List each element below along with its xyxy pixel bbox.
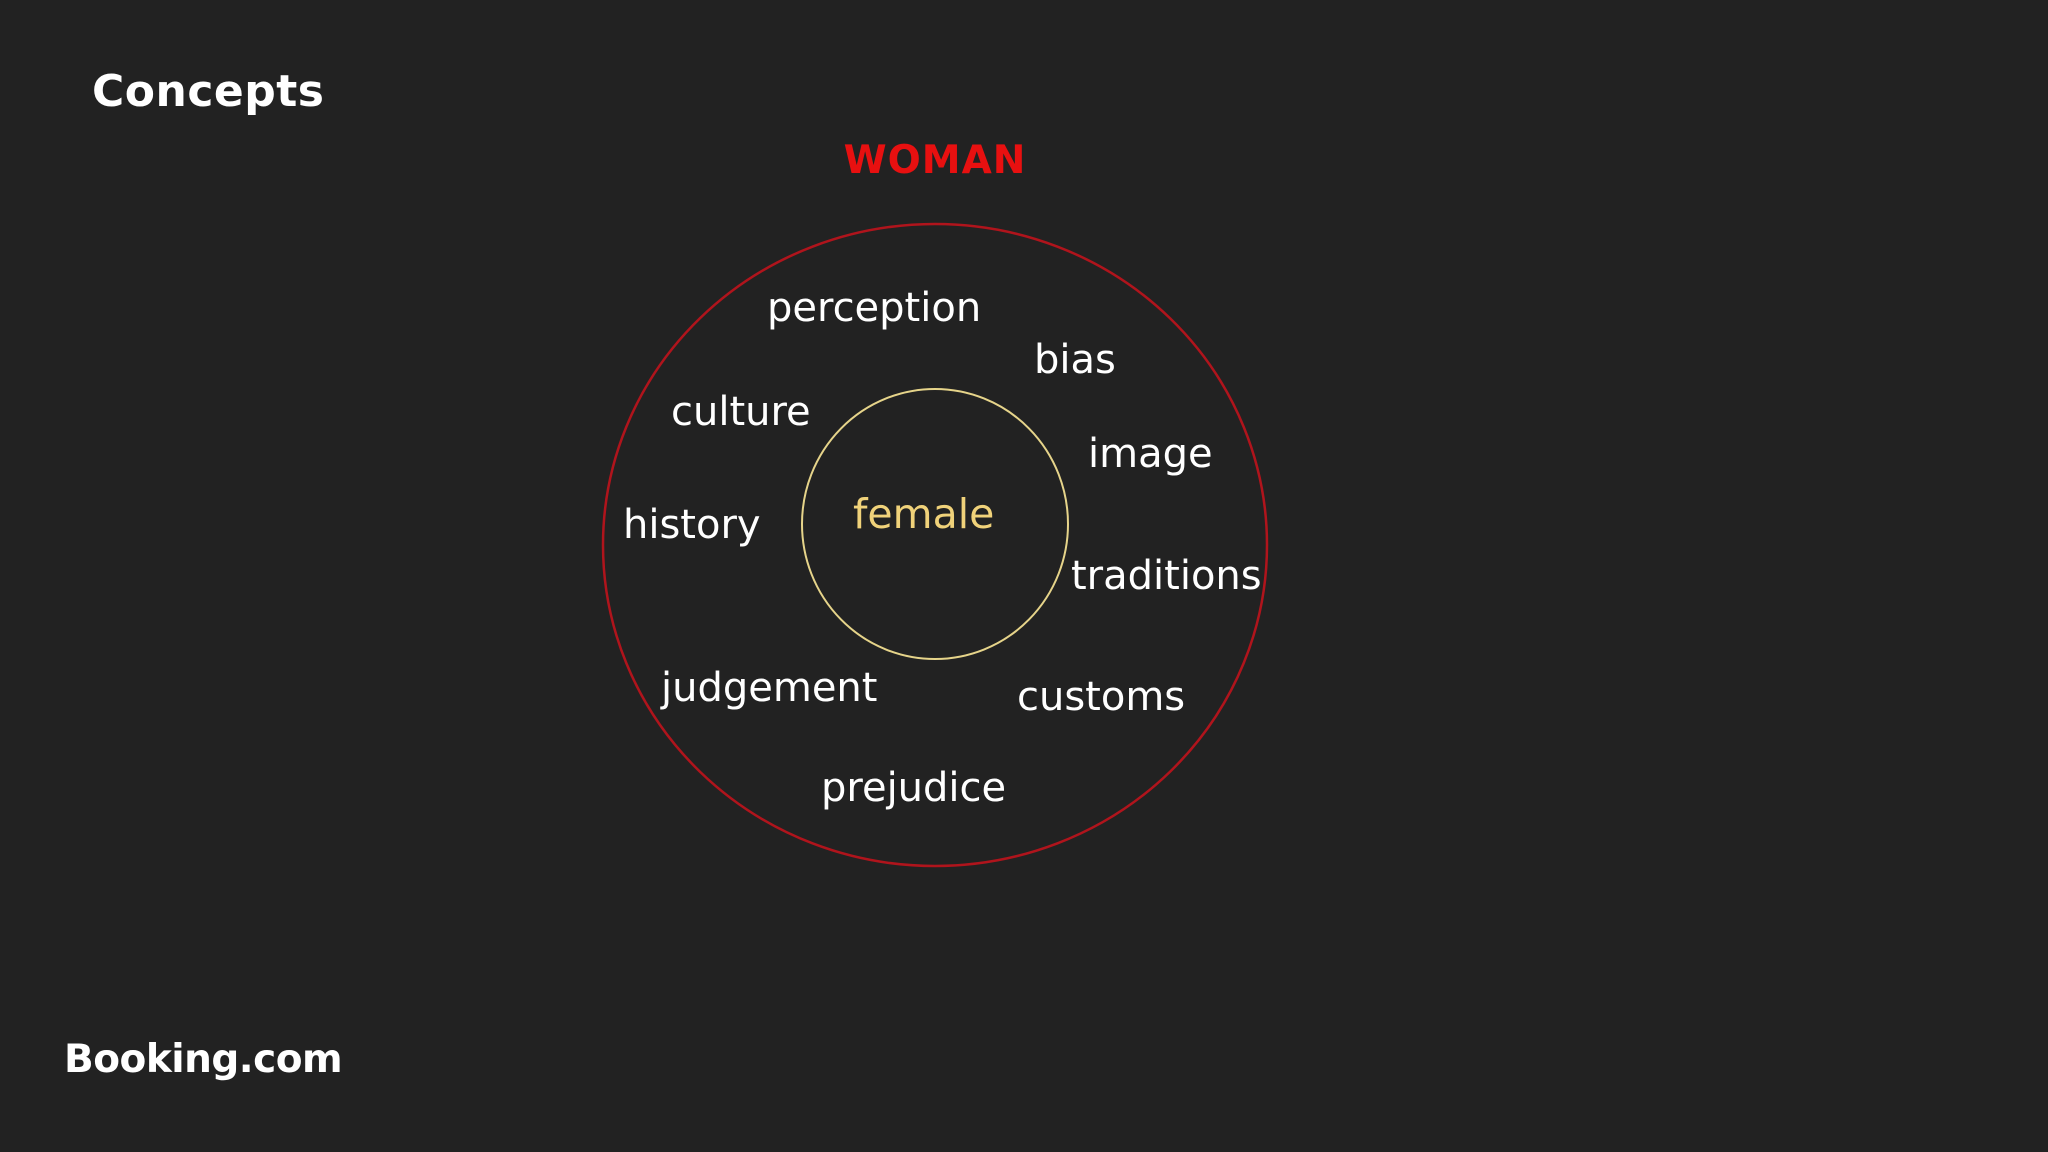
center-term-female: female	[853, 490, 995, 538]
term-culture: culture	[671, 389, 811, 435]
term-image: image	[1088, 431, 1213, 477]
term-perception: perception	[767, 285, 982, 331]
term-prejudice: prejudice	[821, 765, 1007, 811]
outer-circle	[601, 222, 1269, 868]
term-bias: bias	[1034, 337, 1116, 383]
term-history: history	[623, 502, 761, 548]
outer-circle-label: WOMAN	[843, 138, 1027, 183]
inner-circle	[801, 388, 1069, 660]
booking-logo: Booking.com	[64, 1037, 343, 1082]
term-judgement: judgement	[661, 665, 878, 711]
term-customs: customs	[1017, 674, 1186, 720]
slide-title: Concepts	[92, 66, 325, 117]
term-traditions: traditions	[1071, 553, 1262, 599]
